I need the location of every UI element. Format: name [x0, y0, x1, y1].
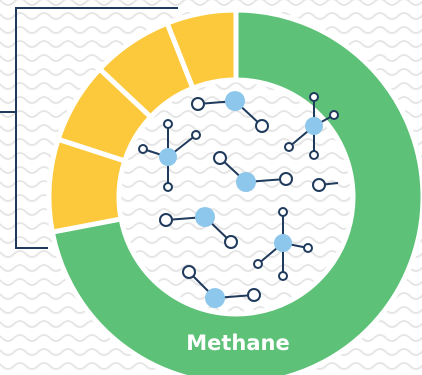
molecule-outer-atom [309, 92, 319, 102]
molecule-outer-atom [191, 97, 205, 111]
molecule-outer-atom [255, 119, 269, 133]
ring-segment-methane [49, 7, 422, 375]
molecule-outer-atom [279, 172, 293, 186]
molecule-center-atom [159, 148, 177, 166]
molecule-outer-atom [159, 213, 173, 227]
wave-line [0, 0, 422, 6]
molecule-center-atom [195, 207, 215, 227]
composition-ring [46, 7, 422, 375]
molecule-outer-atom [138, 144, 148, 154]
molecule-outer-atom [329, 110, 339, 120]
molecule-outer-atom [213, 151, 227, 165]
ring-segment-other-4 [163, 7, 239, 92]
molecule-center-atom [225, 91, 245, 111]
molecule-center-atom [305, 117, 323, 135]
molecule-outer-atom [284, 142, 294, 152]
molecule-outer-atom [312, 178, 326, 192]
molecule-cluster [138, 91, 339, 308]
molecule-outer-atom [224, 235, 238, 249]
molecule-outer-atom [191, 130, 201, 140]
molecule-center-atom [236, 172, 256, 192]
molecule-outer-atom [278, 207, 288, 217]
molecule-outer-atom [253, 259, 263, 269]
ring-hole [121, 82, 351, 312]
molecule-center-atom [274, 234, 292, 252]
molecule-outer-atom [163, 182, 173, 192]
molecule-center-atom [205, 288, 225, 308]
molecule-outer-atom [278, 271, 288, 281]
methane-label: Methane [186, 331, 290, 355]
molecule-outer-atom [247, 288, 261, 302]
molecule-outer-atom [182, 265, 196, 279]
molecule-outer-atom [303, 243, 313, 253]
molecule-outer-atom [163, 119, 173, 129]
bracket-line [0, 7, 178, 249]
molecule-outer-atom [309, 150, 319, 160]
